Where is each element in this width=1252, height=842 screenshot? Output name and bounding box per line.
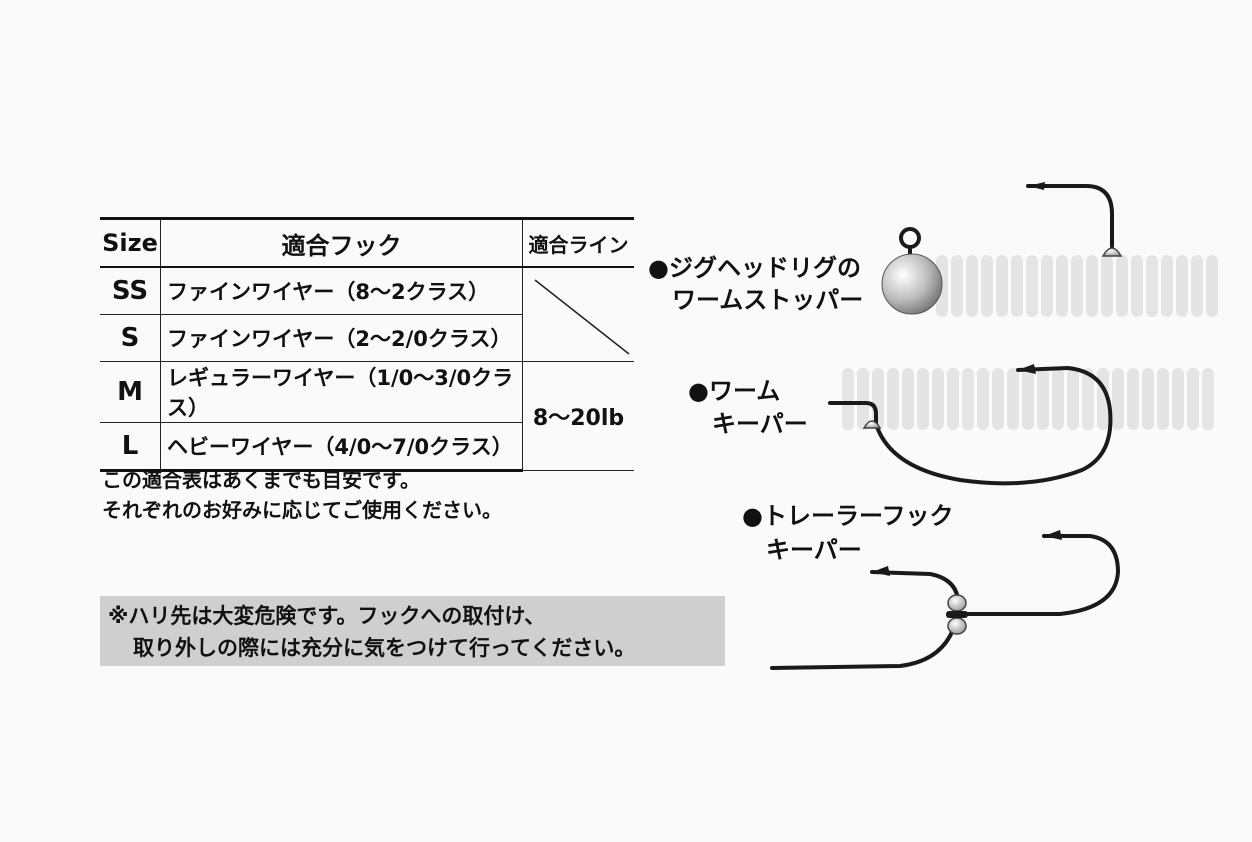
worm-segment bbox=[966, 255, 978, 317]
worm-segment bbox=[981, 255, 993, 317]
jighead-hook-icon bbox=[1026, 184, 1114, 252]
caution-line-1: ※ハリ先は大変危険です。フックへの取付け、 bbox=[108, 604, 546, 628]
caution-box: ※ハリ先は大変危険です。フックへの取付け、 取り外しの際には充分に気をつけて行っ… bbox=[100, 596, 725, 666]
worm-keeper-illustration bbox=[828, 364, 1214, 486]
caution-line-2: 取り外しの際には充分に気をつけて行ってください。 bbox=[133, 636, 636, 660]
worm-segment bbox=[1101, 255, 1113, 317]
worm-segment bbox=[962, 368, 974, 430]
jig-head-icon bbox=[881, 253, 943, 315]
hook-cell: レギュラーワイヤー（1/0～3/0クラス） bbox=[160, 361, 523, 423]
worm-segment bbox=[842, 368, 854, 430]
worm-segment bbox=[1172, 368, 1184, 430]
note-line-1: この適合表はあくまでも目安です。 bbox=[102, 468, 420, 492]
worm-segment bbox=[1037, 368, 1049, 430]
worm-keeper-icon bbox=[862, 420, 882, 429]
header-line: 適合ライン bbox=[522, 217, 634, 268]
hook-compatibility-table: Size 適合フック 適合ライン SS ファインワイヤー（8～2クラス） S フ… bbox=[100, 217, 634, 472]
worm-segment bbox=[887, 368, 899, 430]
worm-segment bbox=[977, 368, 989, 430]
not-applicable-slash bbox=[534, 279, 630, 355]
trailer-hook-illustration bbox=[770, 530, 1121, 670]
worm-segment bbox=[1176, 255, 1188, 317]
worm-segment bbox=[1127, 368, 1139, 430]
worm-segment bbox=[1007, 368, 1019, 430]
worm-segment bbox=[1116, 255, 1128, 317]
worm-segment bbox=[1187, 368, 1199, 430]
worm-segment bbox=[1161, 255, 1173, 317]
worm-segment bbox=[996, 255, 1008, 317]
worm-label-line-1: ●ワーム bbox=[688, 377, 781, 405]
worm-body bbox=[842, 368, 1214, 430]
table-row: S ファインワイヤー（2～2/0クラス） bbox=[100, 314, 634, 362]
table-row: M レギュラーワイヤー（1/0～3/0クラス） 8～20lb bbox=[100, 361, 634, 471]
table-row: L ヘビーワイヤー（4/0～7/0クラス） bbox=[100, 422, 634, 472]
worm-segment bbox=[1022, 368, 1034, 430]
worm-segment bbox=[1056, 255, 1068, 317]
header-hook: 適合フック bbox=[160, 217, 523, 268]
table-header-row: Size 適合フック 適合ライン bbox=[100, 217, 634, 268]
worm-segment bbox=[1142, 368, 1154, 430]
line-eye-icon bbox=[899, 227, 921, 249]
line-range-cell: 8～20lb bbox=[522, 361, 634, 471]
worm-segment bbox=[1011, 255, 1023, 317]
worm-segment bbox=[1191, 255, 1203, 317]
hook-barb-icon bbox=[872, 566, 890, 576]
hook-barb-icon bbox=[1028, 182, 1045, 190]
hook-cell: ヘビーワイヤー（4/0～7/0クラス） bbox=[160, 422, 523, 472]
size-cell: M bbox=[100, 361, 161, 423]
line-not-applicable-cell bbox=[522, 267, 634, 362]
worm-segment bbox=[951, 255, 963, 317]
worm-segment bbox=[1052, 368, 1064, 430]
worm-segment bbox=[1131, 255, 1143, 317]
trailer-hook-icon bbox=[960, 534, 1121, 616]
header-size: Size bbox=[100, 217, 161, 268]
worm-segment bbox=[1112, 368, 1124, 430]
worm-stopper-icon bbox=[1101, 247, 1123, 257]
worm-body bbox=[936, 255, 1218, 317]
size-cell: L bbox=[100, 422, 161, 472]
worm-segment bbox=[857, 368, 869, 430]
hook-barb-icon bbox=[1018, 364, 1036, 374]
trailer-keeper-icon bbox=[947, 617, 967, 635]
worm-segment bbox=[1202, 368, 1214, 430]
hook-cell: ファインワイヤー（8～2クラス） bbox=[160, 267, 523, 315]
worm-segment bbox=[1071, 255, 1083, 317]
table-row: SS ファインワイヤー（8～2クラス） bbox=[100, 267, 634, 362]
hook-cell: ファインワイヤー（2～2/0クラス） bbox=[160, 314, 523, 362]
worm-segment bbox=[947, 368, 959, 430]
trailer-keeper-icon bbox=[947, 594, 967, 612]
size-cell: S bbox=[100, 314, 161, 362]
worm-label-line-2: キーパー bbox=[712, 410, 808, 438]
note-line-2: それぞれのお好みに応じてご使用ください。 bbox=[102, 498, 502, 522]
worm-segment bbox=[1086, 255, 1098, 317]
worm-segment bbox=[1082, 368, 1094, 430]
trailer-label-line-1: ●トレーラーフック bbox=[742, 502, 954, 530]
worm-segment bbox=[1026, 255, 1038, 317]
worm-segment bbox=[1041, 255, 1053, 317]
trailer-label-line-2: キーパー bbox=[766, 536, 862, 564]
worm-segment bbox=[932, 368, 944, 430]
jighead-label-line-2: ワームストッパー bbox=[672, 286, 864, 314]
worm-segment bbox=[992, 368, 1004, 430]
worm-segment bbox=[1157, 368, 1169, 430]
size-cell: SS bbox=[100, 267, 161, 315]
jighead-label-line-1: ●ジグヘッドリグの bbox=[648, 254, 861, 282]
jighead-rig-illustration bbox=[881, 182, 1218, 317]
worm-segment bbox=[1067, 368, 1079, 430]
main-hook-icon bbox=[770, 570, 961, 670]
hook-barb-icon bbox=[1044, 530, 1062, 540]
offset-hook-icon bbox=[828, 365, 1113, 486]
worm-segment bbox=[1146, 255, 1158, 317]
worm-segment bbox=[902, 368, 914, 430]
worm-segment bbox=[917, 368, 929, 430]
worm-segment bbox=[1206, 255, 1218, 317]
